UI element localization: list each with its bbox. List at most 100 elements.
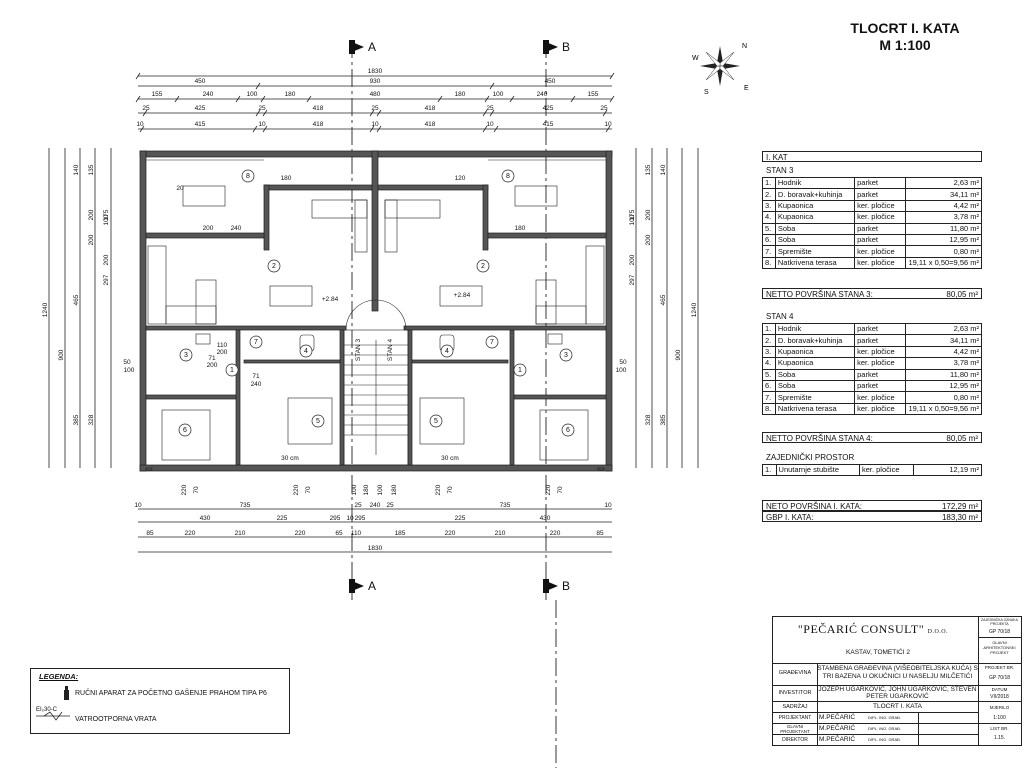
table-left-terrace [182, 185, 226, 207]
table-cell: ker. pločice [854, 345, 907, 359]
section-lines [351, 40, 557, 768]
table-cell: 3. [762, 199, 776, 213]
dimension-label: 10 [371, 121, 379, 128]
dimension-label: 415 [195, 121, 206, 128]
dimension-label: 155 [588, 91, 599, 98]
room-number: 7 [254, 339, 258, 346]
room-number: 6 [566, 427, 570, 434]
table-cell: 4,42 m² [905, 345, 982, 359]
dimension-label: 25 [354, 502, 362, 509]
dimension-label: 1240 [691, 302, 698, 317]
dipl-2: DIPL. ING. GRAĐ. [868, 726, 902, 731]
table-cell: 3. [762, 345, 776, 359]
room-number: 2 [272, 263, 276, 270]
fire-door-icon [36, 711, 70, 721]
table-cell: 8. [762, 402, 776, 416]
dimension-label: 10 [604, 502, 612, 509]
gbp-total: GBP I. KATA:183,30 m² [762, 511, 982, 522]
dimension-label: 220 [293, 484, 300, 495]
dimension-label: 65 [335, 530, 343, 537]
table-cell: parket [854, 233, 907, 247]
dimension-label: 110 [351, 530, 362, 537]
dimension-label: 220 [550, 530, 561, 537]
table-cell: ker. pločice [854, 391, 907, 404]
table-cell: Hodnik [774, 176, 856, 190]
table-cell: D. boravak+kuhinja [774, 334, 856, 347]
legend-extinguisher: RUČNI APARAT ZA POČETNO GAŠENJE PRAHOM T… [75, 690, 267, 697]
dimension-label: 50 [619, 359, 627, 366]
table-cell: Natkrivena terasa [774, 402, 856, 416]
dimension-label: 10 [486, 121, 494, 128]
dimension-label: 240 [537, 91, 548, 98]
table-cell: parket [854, 322, 907, 336]
dipl-1: DIPL. ING. GRAĐ. [868, 715, 902, 720]
dimension-label: 425 [195, 105, 206, 112]
dimension-label: 71 [252, 373, 260, 380]
section-label-a-bottom: A [368, 579, 377, 593]
dimension-label: 480 [370, 91, 381, 98]
room-number: 1 [518, 367, 522, 374]
common-label: ZAJEDNIČKI PROSTOR [766, 453, 855, 462]
dimension-label: 220 [295, 530, 306, 537]
table-cell: Kupaonica [774, 357, 856, 370]
stan3-label: STAN 3 [766, 166, 794, 175]
table-cell: 11,80 m² [905, 222, 982, 235]
dimension-label: 415 [543, 121, 554, 128]
dipl-3: DIPL. ING. GRAĐ. [868, 737, 902, 742]
dimension-label: 100 [247, 91, 258, 98]
table-cell: 12,19 m² [913, 463, 982, 477]
firm-name: "PEČARIĆ CONSULT" D.O.O. [797, 622, 949, 636]
dimension-label: 20 [176, 185, 184, 192]
dimension-label: 297 [629, 274, 636, 285]
dimension-label: 465 [660, 294, 667, 305]
dimension-label: 110 [217, 342, 228, 349]
table-cell: 1. [762, 322, 776, 336]
table-right-terrace [514, 185, 558, 207]
sofa-left [311, 199, 368, 219]
sheet-scale: M 1:100 [879, 37, 931, 53]
table-cell: 6. [762, 233, 776, 247]
legend-fire-door-symbol: EI₂30-C [36, 707, 58, 713]
table-title: I. KAT [762, 151, 982, 162]
room-number: 3 [564, 352, 568, 359]
room-number: 6 [183, 427, 187, 434]
value-direktor: M.PEČARIĆ [819, 736, 856, 743]
dimension-label: 175 [629, 209, 636, 220]
dimension-label: 1830 [368, 68, 383, 75]
table-cell: Unutarnje stubište [775, 463, 860, 477]
section-arrows [349, 40, 558, 593]
table-cell: 2. [762, 334, 776, 347]
label-list-br: LIST BR. [990, 726, 1009, 731]
table-cell: parket [854, 334, 907, 347]
dimension-label: 220 [185, 530, 196, 537]
dimension-label: 30 cm [281, 455, 299, 462]
table-cell: 1. [762, 463, 777, 477]
dimension-label: 200 [645, 209, 652, 220]
table-cell: 3,78 m² [905, 357, 982, 370]
dimension-label: 200 [629, 254, 636, 265]
dimension-label: 200 [88, 209, 95, 220]
dimension-label: 225 [455, 515, 466, 522]
dimension-label: 210 [235, 530, 246, 537]
dimension-label: 220 [545, 484, 552, 495]
dimension-label: 930 [370, 78, 381, 85]
table-cell: 5. [762, 222, 776, 235]
dimension-label: 200 [207, 362, 218, 369]
dimension-label: 200 [203, 225, 214, 232]
table-cell: ker. pločice [854, 245, 907, 258]
dimension-label: 465 [73, 294, 80, 305]
table-cell: Soba [774, 379, 856, 393]
value-investitor: JOZEPH UGARKOVIĆ, JOHN UGARKOVIĆ, STEVEN… [818, 686, 977, 700]
table-cell: 11,80 m² [905, 368, 982, 381]
dimension-label: 200 [217, 349, 228, 356]
